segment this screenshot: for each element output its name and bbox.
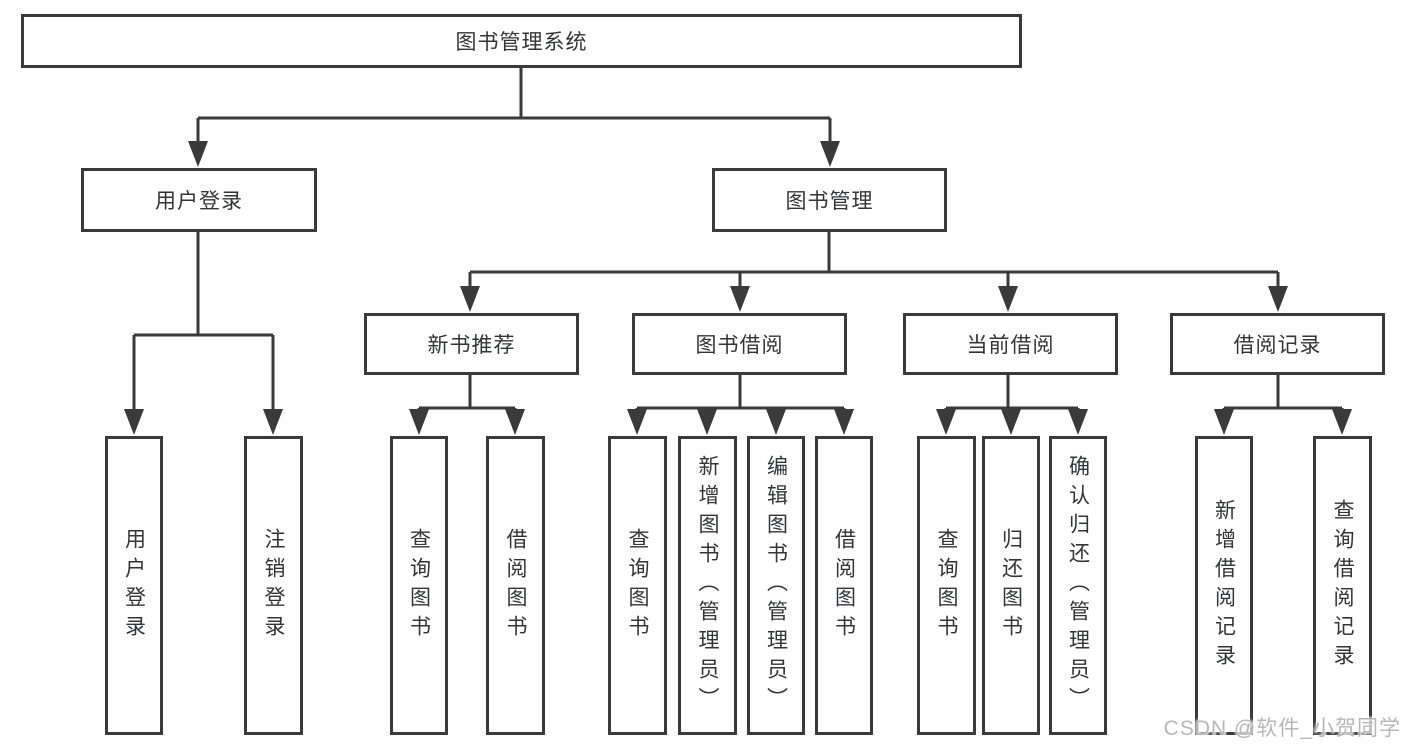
leaf-borrow-books-borrow: 借阅图书 [815, 436, 873, 735]
leaf-borrow-books-recommend-label: 借阅图书 [504, 527, 527, 644]
node-book-management-branch-label: 图书管理 [785, 190, 874, 213]
leaf-return-books: 归还图书 [982, 436, 1040, 735]
leaf-query-books-borrow-label: 查询图书 [626, 527, 649, 644]
leaf-query-borrow-record: 查询借阅记录 [1313, 436, 1372, 735]
leaf-user-login: 用户登录 [105, 436, 163, 735]
node-borrow-records: 借阅记录 [1170, 313, 1385, 375]
node-user-login-branch-label: 用户登录 [155, 190, 243, 213]
leaf-query-books-current-label: 查询图书 [935, 527, 958, 644]
leaf-query-borrow-record-label: 查询借阅记录 [1331, 498, 1354, 673]
node-book-borrow-label: 图书借阅 [695, 334, 784, 357]
leaf-query-books-current: 查询图书 [917, 436, 976, 735]
leaf-add-book-admin-label: 新增图书（管理员） [696, 455, 719, 716]
node-new-book-recommend: 新书推荐 [364, 313, 579, 375]
leaf-query-books-borrow: 查询图书 [608, 436, 667, 735]
leaf-logout: 注销登录 [244, 436, 303, 735]
leaf-edit-book-admin: 编辑图书（管理员） [747, 436, 805, 735]
leaf-add-borrow-record-label: 新增借阅记录 [1212, 498, 1236, 673]
leaf-user-login-label: 用户登录 [122, 527, 146, 644]
leaf-borrow-books-borrow-label: 借阅图书 [832, 527, 856, 644]
node-book-borrow: 图书借阅 [632, 313, 847, 375]
leaf-add-borrow-record: 新增借阅记录 [1195, 436, 1253, 735]
leaf-query-books-recommend-label: 查询图书 [407, 527, 431, 644]
node-current-borrow-label: 当前借阅 [966, 334, 1055, 357]
node-user-login-branch: 用户登录 [81, 168, 317, 232]
node-borrow-records-label: 借阅记录 [1233, 334, 1322, 357]
leaf-edit-book-admin-label: 编辑图书（管理员） [764, 455, 788, 716]
node-new-book-recommend-label: 新书推荐 [427, 334, 516, 357]
leaf-confirm-return-admin-label: 确认归还（管理员） [1066, 455, 1090, 716]
connector-edges [132, 67, 1344, 412]
leaf-add-book-admin: 新增图书（管理员） [678, 436, 737, 735]
node-book-management-branch: 图书管理 [712, 168, 947, 232]
leaf-borrow-books-recommend: 借阅图书 [486, 436, 545, 735]
leaf-return-books-label: 归还图书 [999, 527, 1023, 644]
node-current-borrow: 当前借阅 [903, 313, 1118, 375]
leaf-query-books-recommend: 查询图书 [390, 436, 448, 735]
csdn-watermark: CSDN @软件_小贺同学 [1163, 717, 1401, 740]
leaf-logout-label: 注销登录 [262, 527, 285, 644]
node-root-label: 图书管理系统 [455, 31, 588, 54]
arrowheads [124, 141, 1352, 435]
node-root-library-management-system: 图书管理系统 [21, 14, 1022, 68]
leaf-confirm-return-admin: 确认归还（管理员） [1049, 436, 1107, 735]
